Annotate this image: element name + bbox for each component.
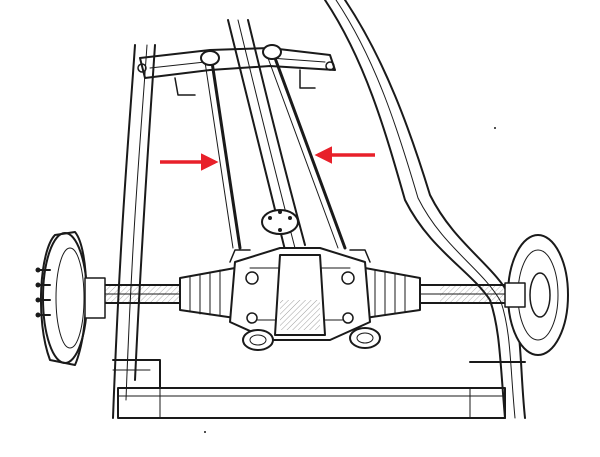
frame-rear-crossmember [117,387,506,419]
left-radius-rod [200,50,242,250]
torque-tube-flange [261,209,299,235]
differential-housing [229,247,371,341]
left-spring-pad [242,329,274,351]
right-radius-rod [262,44,347,250]
right-brake-drum [504,234,569,356]
left-frame-rail [112,44,161,419]
left-brake-drum [35,231,106,366]
left-wheel-studs [35,267,51,318]
right-boot [364,267,421,319]
upper-crossmember [137,47,336,96]
right-spring-pad [349,327,381,349]
right-frame-rail [324,0,526,419]
left-boot [179,267,236,319]
